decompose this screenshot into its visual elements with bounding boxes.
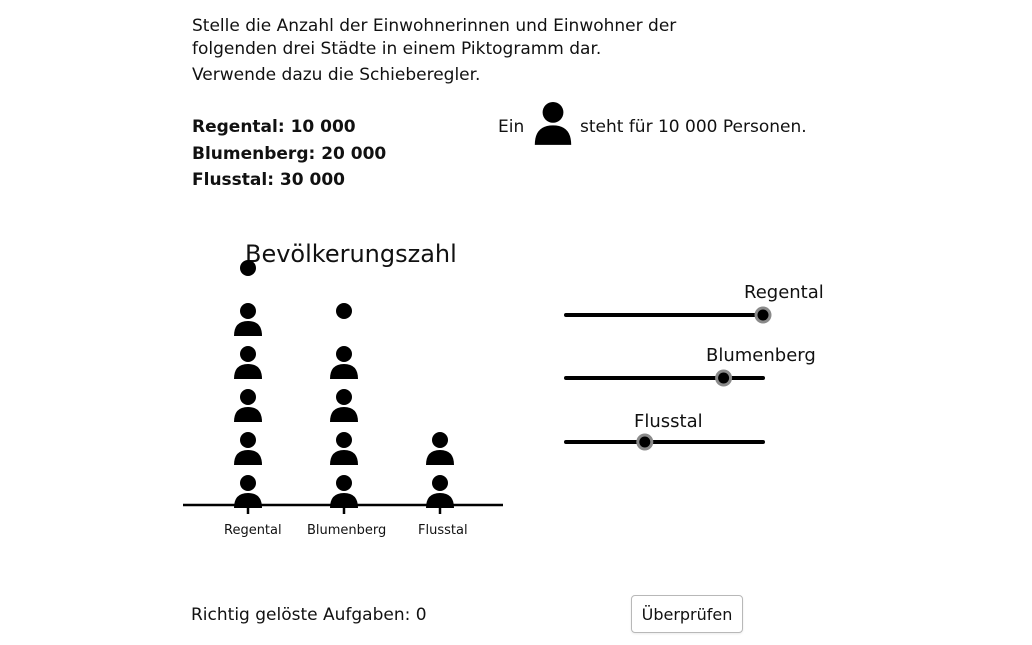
pictogram-person-regental xyxy=(234,303,262,336)
pictogram-person-blumenberg xyxy=(330,389,358,422)
check-button[interactable]: Überprüfen xyxy=(631,595,743,633)
category-label-flusstal: Flusstal xyxy=(418,523,468,538)
slider-knob-center-blumenberg[interactable] xyxy=(718,372,730,384)
pictogram-person-blumenberg xyxy=(330,432,358,465)
pictogram-person-flusstal xyxy=(426,432,454,465)
legend-suffix: steht für 10 000 Personen. xyxy=(580,117,807,137)
pictogram-person-flusstal xyxy=(426,475,454,508)
pictogram-half-person-regental xyxy=(240,260,256,276)
legend-prefix: Ein xyxy=(498,117,525,137)
slider-label-flusstal: Flusstal xyxy=(634,411,703,432)
pictogram-person-regental xyxy=(234,346,262,379)
chart-title: Bevölkerungszahl xyxy=(245,240,457,268)
city-flusstal-population: Flusstal: 30 000 xyxy=(192,170,345,190)
task-line-2: folgenden drei Städte in einem Piktogram… xyxy=(192,39,602,59)
category-label-blumenberg: Blumenberg xyxy=(307,523,387,538)
category-label-regental: Regental xyxy=(224,523,282,538)
slider-label-blumenberg: Blumenberg xyxy=(706,345,816,366)
solved-tasks-status: Richtig gelöste Aufgaben: 0 xyxy=(191,605,427,625)
pictogram-person-blumenberg xyxy=(330,346,358,379)
pictogram-person-blumenberg xyxy=(330,475,358,508)
slider-label-regental: Regental xyxy=(744,282,824,303)
city-regental-population: Regental: 10 000 xyxy=(192,117,356,137)
task-line-3: Verwende dazu die Schieberegler. xyxy=(192,65,481,85)
pictogram-person-regental xyxy=(234,389,262,422)
slider-knob-center-flusstal[interactable] xyxy=(639,436,651,448)
pictogram-person-regental xyxy=(234,432,262,465)
pictogram-half-person-blumenberg xyxy=(336,303,352,319)
pictogram-person-regental xyxy=(234,475,262,508)
task-line-1: Stelle die Anzahl der Einwohnerinnen und… xyxy=(192,16,677,36)
slider-knob-center-regental[interactable] xyxy=(757,309,769,321)
city-blumenberg-population: Blumenberg: 20 000 xyxy=(192,144,387,164)
